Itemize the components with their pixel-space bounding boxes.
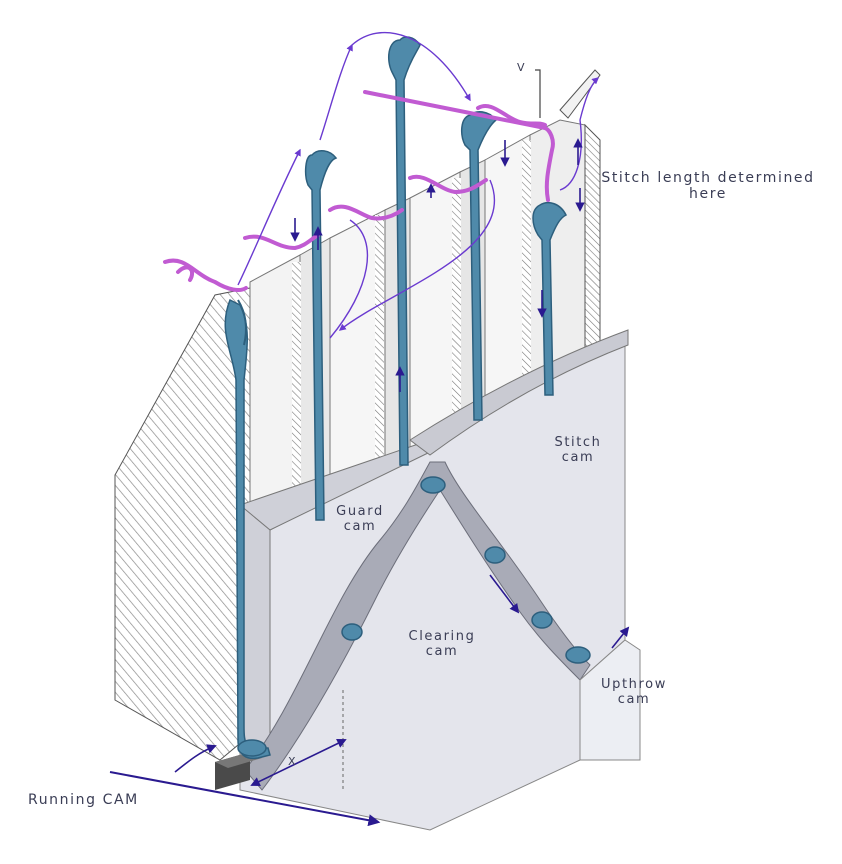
yarn-loop-5 [476,104,547,127]
arrow-track-down [489,574,520,614]
yarn-loop-2 [243,233,320,251]
needle-butt-4 [484,546,506,564]
running-cam-label: Running CAM [28,792,139,808]
upthrow-cam-line-1: Upthrow [601,677,667,692]
x-dimension-label: X [288,755,298,768]
needle-2 [304,150,338,521]
stitch-length-label: Stitch length determined here [598,170,818,202]
stitch-cam-label: Stitch cam [548,435,608,466]
arrow-running-entry [174,744,217,773]
stitch-cam-line-1: Stitch [554,435,602,450]
guard-cam-line-1: Guard [336,504,384,519]
stitch-cam-line-2: cam [561,449,595,465]
upthrow-cam [579,639,641,761]
yarn-loop-4 [408,174,488,195]
needle-butt-3 [420,476,446,494]
wall-edge-hatch-2 [375,215,384,470]
yarn-loop-1b [176,265,195,282]
needle-4 [460,110,498,421]
direction-arrows [109,138,630,827]
arrow-upthrow [611,626,630,649]
arrow-running-cam [109,771,381,827]
arrow-x-dimension [250,739,347,786]
needle-butt-5 [531,611,553,629]
yarn-feed [363,90,555,202]
needle-1-latch [237,299,247,346]
path-arrow-1 [237,148,301,286]
wall-edge-hatch-3 [452,178,461,438]
needle-5 [532,202,568,396]
clearing-cam-label: Clearing cam [402,629,482,660]
v-marker-label: V [517,61,527,74]
path-arrow-7 [579,77,600,121]
clearing-cam-line-2: cam [425,643,459,659]
needle-butt-6 [565,646,591,664]
stitch-length-line-1: Stitch length determined [601,170,815,186]
upthrow-cam-line-2: cam [617,691,651,707]
yarn-loop-1 [163,258,248,292]
stitch-length-line-2: here [689,186,727,203]
guard-cam-line-2: cam [343,518,377,534]
wall-edge-hatch-1 [292,262,301,500]
bed-hatched-side [114,287,251,761]
path-arrow-4 [338,179,496,331]
path-arrow-6 [559,119,582,191]
path-arrow-5 [329,219,369,339]
needle-butt-2 [341,623,363,641]
path-arrow-3 [351,32,471,102]
guard-cam-label: Guard cam [330,504,390,535]
v-verge-line [535,69,541,118]
needle-3 [387,36,421,466]
needle-path-arrows [237,32,600,339]
upthrow-cam-label: Upthrow cam [596,677,672,708]
clearing-cam-line-1: Clearing [408,629,476,644]
path-arrow-2 [319,43,353,141]
wall-edge-hatch-4 [522,140,531,400]
yarn [163,90,555,292]
verge-blade [559,69,601,119]
yarn-loop-3 [328,204,404,221]
needle-butt-1 [237,739,267,757]
